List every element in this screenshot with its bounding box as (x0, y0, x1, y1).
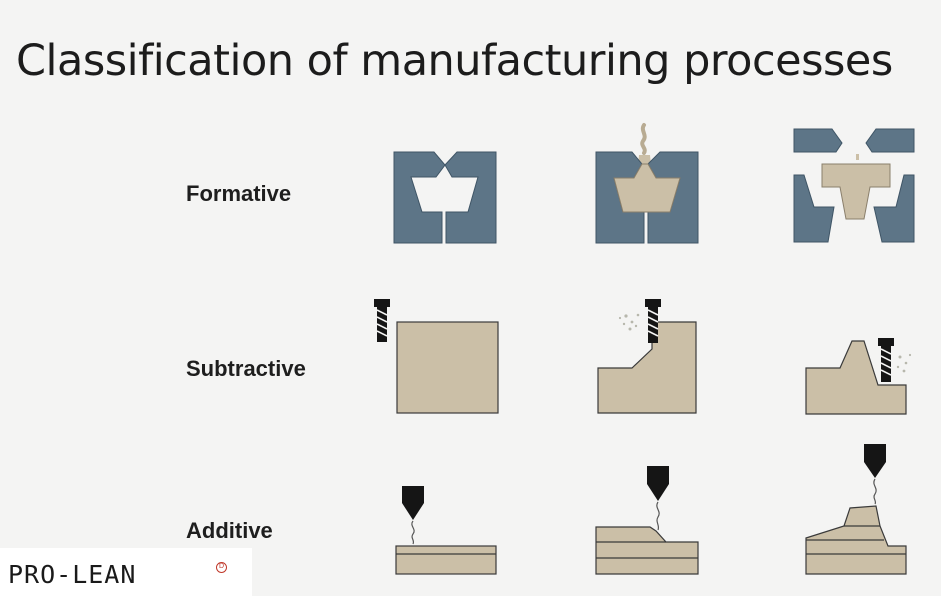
formative-filled-mold (595, 123, 699, 244)
logo-panel (0, 548, 252, 596)
additive-first-layer (395, 486, 497, 575)
row-label-formative: Formative (186, 181, 292, 206)
additive-final-part (805, 444, 907, 575)
additive-multiple-layers (595, 466, 699, 575)
subtractive-stock-block (374, 299, 499, 414)
subtractive-partial-cut (597, 299, 697, 414)
row-label-additive: Additive (186, 518, 273, 543)
subtractive-final-cut (805, 338, 912, 415)
brand-logo: PRO-LEAN (8, 560, 137, 589)
formative-ejected-part (793, 128, 915, 243)
row-label-subtractive: Subtractive (186, 356, 306, 381)
brand-mark-icon: D (216, 562, 227, 573)
formative-empty-mold (393, 151, 497, 244)
page-title: Classification of manufacturing processe… (16, 36, 893, 86)
